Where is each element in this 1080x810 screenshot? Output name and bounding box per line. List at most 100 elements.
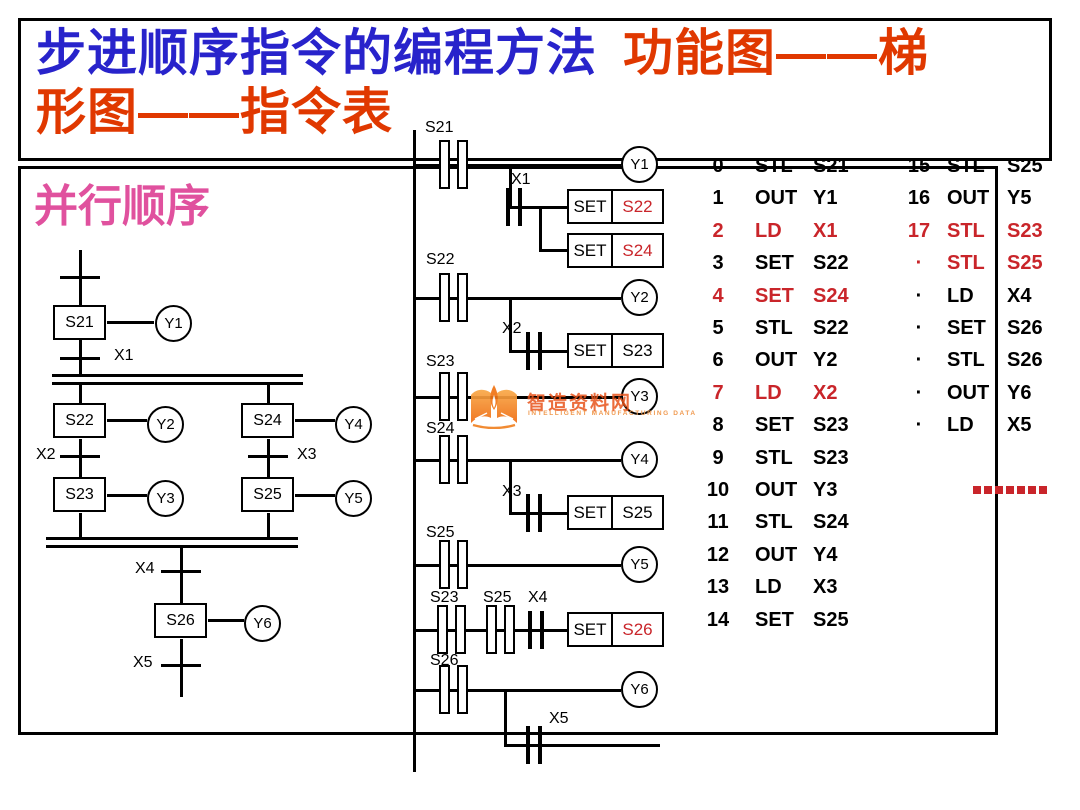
coil-label: Y5 xyxy=(630,556,649,573)
table-cell: SET xyxy=(755,414,794,437)
set-keyword: SET xyxy=(569,335,613,366)
table-cell: LD xyxy=(947,414,974,437)
sfc-line xyxy=(79,513,82,538)
table-cell: 11 xyxy=(707,511,729,534)
table-cell: OUT xyxy=(755,543,798,566)
x-contact xyxy=(526,726,530,764)
set-box-s22: SET S22 xyxy=(567,189,664,224)
title-red-line1: 功能图——梯 xyxy=(623,25,929,81)
table-cell: Y5 xyxy=(1007,187,1032,210)
contact-label-s23: S23 xyxy=(426,353,455,370)
sfc-step-label: S26 xyxy=(166,611,195,629)
sfc-parallel-split xyxy=(52,382,303,385)
table-cell: · xyxy=(915,414,923,437)
sfc-action-y5: Y5 xyxy=(335,480,372,517)
coil-y3: Y3 xyxy=(621,378,658,415)
set-box-s26: SET S26 xyxy=(567,612,664,647)
set-operand: S24 xyxy=(622,240,653,260)
table-cell: S23 xyxy=(1007,219,1043,242)
table-cell: 2 xyxy=(712,219,724,242)
coil-y6: Y6 xyxy=(621,671,658,708)
table-cell: STL xyxy=(755,511,793,534)
table-cell: S21 xyxy=(813,155,849,177)
stl-contact xyxy=(457,140,468,189)
table-cell: STL xyxy=(755,317,793,339)
subtitle: 并行顺序 xyxy=(34,182,210,231)
sfc-transition-x4: X4 xyxy=(135,560,155,577)
stl-contact xyxy=(504,605,515,654)
set-operand: S22 xyxy=(622,196,653,216)
table-cell: SET xyxy=(947,317,986,339)
stl-contact xyxy=(439,372,450,421)
x-contact xyxy=(540,611,544,649)
table-cell: Y4 xyxy=(813,543,838,566)
sfc-transition-x3: X3 xyxy=(297,446,317,463)
ladder-line xyxy=(509,206,567,209)
coil-y2: Y2 xyxy=(621,279,658,316)
sfc-action-y2: Y2 xyxy=(147,406,184,443)
page-title: 步进顺序指令的编程方法功能图——梯 形图——指令表 xyxy=(36,24,1046,142)
watermark-logo-icon xyxy=(471,385,517,429)
set-keyword: SET xyxy=(569,614,613,645)
coil-label: Y3 xyxy=(630,388,649,405)
x-contact xyxy=(526,494,530,532)
ladder-line xyxy=(539,249,567,252)
sfc-step-s22: S22 xyxy=(53,403,106,438)
ellipsis-dot xyxy=(1006,486,1014,494)
table-cell: 5 xyxy=(712,317,724,339)
table-cell: S22 xyxy=(813,317,849,339)
table-cell: 14 xyxy=(706,608,730,631)
coil-label: Y2 xyxy=(630,289,649,306)
ellipsis-dot xyxy=(1017,486,1025,494)
sfc-transition-tick xyxy=(60,455,100,458)
table-cell: 15 xyxy=(907,155,931,177)
set-operand: S26 xyxy=(622,619,653,639)
table-cell: S25 xyxy=(1007,155,1043,177)
ladder-line xyxy=(415,297,621,300)
ladder-line xyxy=(509,298,512,351)
table-cell: 12 xyxy=(706,543,730,566)
table-cell: STL xyxy=(755,446,793,469)
sfc-line xyxy=(267,439,270,477)
ellipsis-dot xyxy=(984,486,992,494)
stl-contact xyxy=(437,605,448,654)
stl-contact xyxy=(439,435,450,484)
watermark-name: 智造资料网 xyxy=(527,393,633,414)
sfc-transition-tick xyxy=(60,357,100,360)
watermark-tagline: INTELLIGENT MANUFACTURING DATA xyxy=(528,410,697,417)
x-contact xyxy=(538,332,542,370)
stl-contact xyxy=(457,540,468,589)
set-keyword: SET xyxy=(569,235,613,266)
sfc-line xyxy=(79,439,82,477)
table-cell: LD xyxy=(755,576,782,599)
table-cell: SET xyxy=(755,284,794,307)
sfc-step-s21: S21 xyxy=(53,305,106,340)
sfc-step-s23: S23 xyxy=(53,477,106,512)
table-cell: OUT xyxy=(755,349,798,372)
ladder-line xyxy=(509,460,512,513)
sfc-line xyxy=(295,494,335,497)
table-cell: Y1 xyxy=(813,187,838,210)
contact-label-s24: S24 xyxy=(426,420,455,437)
contact-label-x2: X2 xyxy=(502,320,522,337)
coil-label: Y1 xyxy=(630,156,649,173)
ellipsis-dot xyxy=(1028,486,1036,494)
sfc-line xyxy=(295,419,335,422)
sfc-action-y3: Y3 xyxy=(147,480,184,517)
set-keyword: SET xyxy=(569,497,613,528)
table-cell: X4 xyxy=(1007,284,1032,307)
set-operand: S23 xyxy=(622,340,653,360)
contact-label-x4: X4 xyxy=(528,589,548,606)
table-cell: 7 xyxy=(712,381,724,404)
x-contact xyxy=(526,332,530,370)
table-cell: OUT xyxy=(755,187,798,210)
sfc-step-s24: S24 xyxy=(241,403,294,438)
sfc-line xyxy=(107,494,147,497)
ladder-line xyxy=(504,690,507,745)
sfc-step-label: S24 xyxy=(253,411,282,429)
table-cell: X1 xyxy=(813,219,838,242)
stl-contact xyxy=(486,605,497,654)
x-contact xyxy=(506,188,510,226)
sfc-step-label: S22 xyxy=(65,411,94,429)
sfc-action-label: Y4 xyxy=(344,416,363,433)
